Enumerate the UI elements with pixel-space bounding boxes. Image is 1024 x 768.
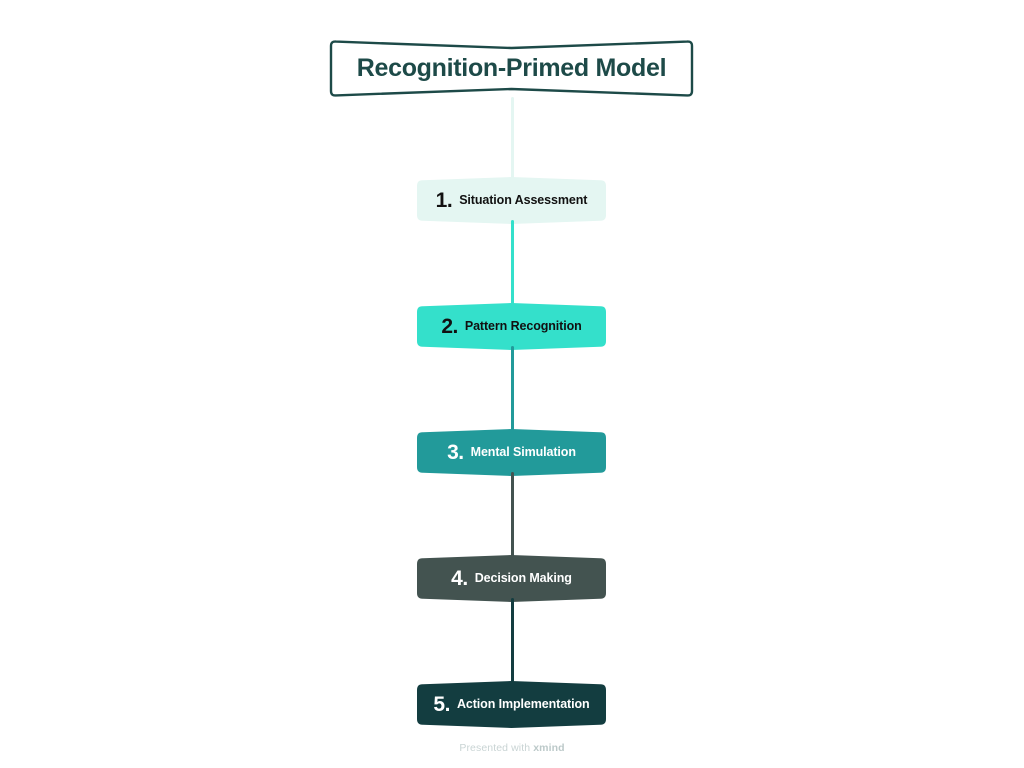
flow-node-5-index: 5. (433, 693, 450, 716)
flow-node-4-content: 4. Decision Making (417, 555, 606, 602)
flow-node-3-content: 3. Mental Simulation (417, 429, 606, 476)
connector-4-to-5 (511, 598, 514, 684)
flow-node-1-content: 1. Situation Assessment (417, 177, 606, 224)
flow-node-2-content: 2. Pattern Recognition (417, 303, 606, 350)
footer-prefix: Presented with (459, 742, 531, 754)
hexagon-shape-icon (417, 429, 606, 476)
hexagon-shape-icon (417, 555, 606, 602)
flow-node-2[interactable]: 2. Pattern Recognition (417, 303, 606, 350)
flow-node-3[interactable]: 3. Mental Simulation (417, 429, 606, 476)
diagram-title-banner[interactable]: Recognition-Primed Model (325, 39, 698, 98)
hexagon-shape-icon (417, 681, 606, 728)
flow-node-4[interactable]: 4. Decision Making (417, 555, 606, 602)
hexagon-shape-icon (417, 177, 606, 224)
page-title: Recognition-Primed Model (356, 54, 667, 82)
flow-node-2-label: Pattern Recognition (464, 319, 582, 334)
flow-node-1-index: 1. (435, 189, 453, 212)
footer-attribution: Presented with xmind (0, 742, 1024, 754)
flow-node-5-label: Action Implementation (456, 697, 590, 712)
title-banner-shape (329, 40, 694, 97)
flow-node-3-label: Mental Simulation (470, 445, 576, 460)
flow-node-2-index: 2. (441, 315, 458, 338)
hexagon-shape-icon (417, 303, 606, 350)
connector-2-to-3 (511, 346, 514, 432)
flow-node-1[interactable]: 1. Situation Assessment (417, 177, 606, 224)
flow-node-4-label: Decision Making (474, 571, 572, 586)
flow-node-1-label: Situation Assessment (459, 193, 588, 208)
connector-1-to-2 (511, 220, 514, 306)
flow-node-5-content: 5. Action Implementation (417, 681, 606, 728)
flow-node-5[interactable]: 5. Action Implementation (417, 681, 606, 728)
flow-node-4-index: 4. (451, 567, 468, 590)
connector-3-to-4 (511, 472, 514, 558)
connector-title-to-1 (511, 97, 514, 179)
xmind-brand-label[interactable]: xmind (533, 742, 565, 754)
flow-node-3-index: 3. (447, 441, 464, 464)
